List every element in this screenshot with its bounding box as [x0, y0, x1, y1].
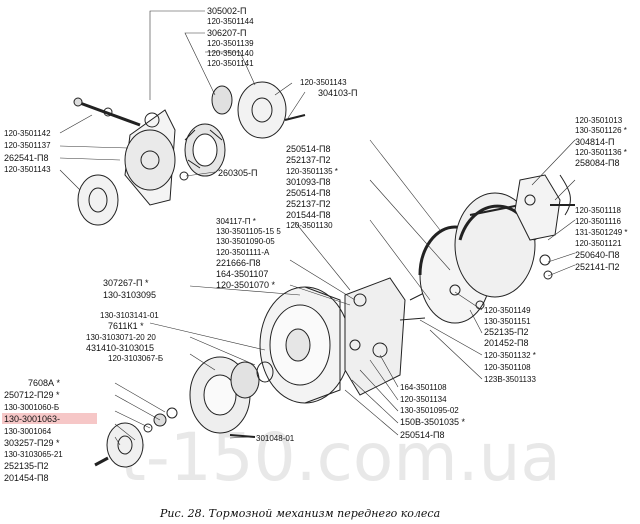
label-150v-3501035: 150В-3501035 * [400, 417, 466, 427]
backing-plate [344, 277, 431, 396]
label-301048-01: 301048-01 [256, 434, 295, 443]
label-130-3501105-15: 130-3501105-15 5 [216, 227, 281, 236]
label-301093-p8: 301093-П8 [286, 177, 331, 187]
label-130-3001064: 130-3001064 [4, 427, 52, 436]
label-250514-p8-a: 250514-П8 [286, 144, 331, 154]
label-250514-p8-b: 250514-П8 [286, 188, 331, 198]
label-258084-p8: 258084-П8 [575, 158, 620, 168]
label-304814-p: 304814-П [575, 137, 615, 147]
label-130-3501090-05: 130-3501090-05 [216, 237, 275, 246]
label-120-3501141: 120-3501141 [207, 59, 254, 68]
label-120-3501118: 120-3501118 [575, 206, 622, 215]
label-304103-p: 304103-П [318, 88, 358, 98]
brake-lever-assembly [73, 97, 176, 226]
label-304117-p: 304117-П * [216, 217, 256, 226]
label-303257-p29: 303257-П29 * [4, 438, 60, 448]
label-307267-p: 307267-П * [103, 278, 149, 288]
label-120-3501143-left: 120-3501143 [4, 165, 51, 174]
label-120-3501136: 120-3501136 * [575, 148, 627, 157]
label-120-3501137: 120-3501137 [4, 141, 51, 150]
wheel-hub [94, 356, 274, 468]
label-120-3501139: 120-3501139 [207, 39, 254, 48]
brake-shoes [418, 192, 537, 324]
label-431410-3103015: 431410-3103015 [86, 343, 154, 353]
label-120-3501149: 120-3501149 [484, 306, 531, 315]
label-120-3501111-a: 120-3501111-А [216, 248, 270, 257]
label-130-3501095-02: 130-3501095-02 [400, 406, 459, 415]
leader-lines [59, 10, 576, 446]
label-120-3103067-b: 120-3103067-Б [108, 354, 163, 363]
parts-drawing [73, 81, 575, 468]
label-7611k1: 7611К1 * [108, 321, 144, 331]
label-305002-p: 305002-П [207, 6, 247, 16]
label-123v-3501133: 123В-3501133 [484, 375, 536, 384]
label-120-3501070: 120-3501070 * [216, 280, 276, 290]
label-130-3103095: 130-3103095 [103, 290, 156, 300]
label-252135-p2-right: 252135-П2 [484, 327, 529, 337]
label-130-3103071-20: 130-3103071-20 20 [86, 333, 156, 342]
label-201544-p8: 201544-П8 [286, 210, 331, 220]
label-260305-p: 260305-П [218, 168, 258, 178]
label-131-3501249: 131-3501249 * [575, 228, 628, 237]
label-120-3501108: 120-3501108 [484, 363, 531, 372]
label-252141-p2: 252141-П2 [575, 262, 620, 272]
label-250514-p8-bottom: 250514-П8 [400, 430, 445, 440]
label-164-3501107: 164-3501107 [216, 269, 268, 279]
label-130-3501151: 130-3501151 [484, 317, 531, 326]
label-252135-p2-left: 252135-П2 [4, 461, 49, 471]
label-120-3501144: 120-3501144 [207, 17, 254, 26]
label-252137-p2-b: 252137-П2 [286, 199, 331, 209]
label-120-3501132: 120-3501132 * [484, 351, 536, 360]
label-201452-p8: 201452-П8 [484, 338, 529, 348]
watermark: t-150.com.ua [120, 419, 561, 496]
label-201454-p8: 201454-П8 [4, 473, 49, 483]
label-252137-p2-a: 252137-П2 [286, 155, 331, 165]
callout-labels: 305002-П 120-3501144 306207-П 120-350113… [2, 6, 628, 483]
label-120-3501140: 120-3501140 [207, 49, 254, 58]
bearing-assembly [179, 81, 306, 181]
label-120-3501135: 120-3501135 * [286, 167, 338, 176]
label-120-3501142: 120-3501142 [4, 129, 51, 138]
label-250712-p29: 250712-П29 * [4, 390, 60, 400]
label-130-3001063-highlighted: 130-3001063- [4, 414, 60, 424]
label-120-3501134: 120-3501134 [400, 395, 447, 404]
highlighted-part-marker [2, 413, 97, 424]
label-120-3501143-top: 120-3501143 [300, 78, 347, 87]
label-130-3501126: 130-3501126 * [575, 126, 627, 135]
figure-caption: Рис. 28. Тормозной механизм переднего ко… [159, 507, 440, 520]
adjuster-assembly [514, 174, 575, 280]
label-306207-p: 306207-П [207, 28, 247, 38]
label-7608a: 7608А * [28, 378, 61, 388]
label-120-3501116: 120-3501116 [575, 217, 622, 226]
label-120-3501121: 120-3501121 [575, 239, 622, 248]
label-130-3103141-01: 130-3103141-01 [100, 311, 159, 320]
label-130-3103065-21: 130-3103065-21 [4, 450, 63, 459]
label-120-3501130: 120-3501130 [286, 221, 333, 230]
label-250640-p8: 250640-П8 [575, 250, 620, 260]
label-130-3001060-b: 130-3001060-Б [4, 403, 59, 412]
label-164-3501108: 164-3501108 [400, 383, 447, 392]
label-262541-p8: 262541-П8 [4, 153, 49, 163]
label-221666-p8: 221666-П8 [216, 258, 261, 268]
label-120-3501013: 120-3501013 [575, 116, 623, 125]
brake-drum [259, 286, 351, 404]
